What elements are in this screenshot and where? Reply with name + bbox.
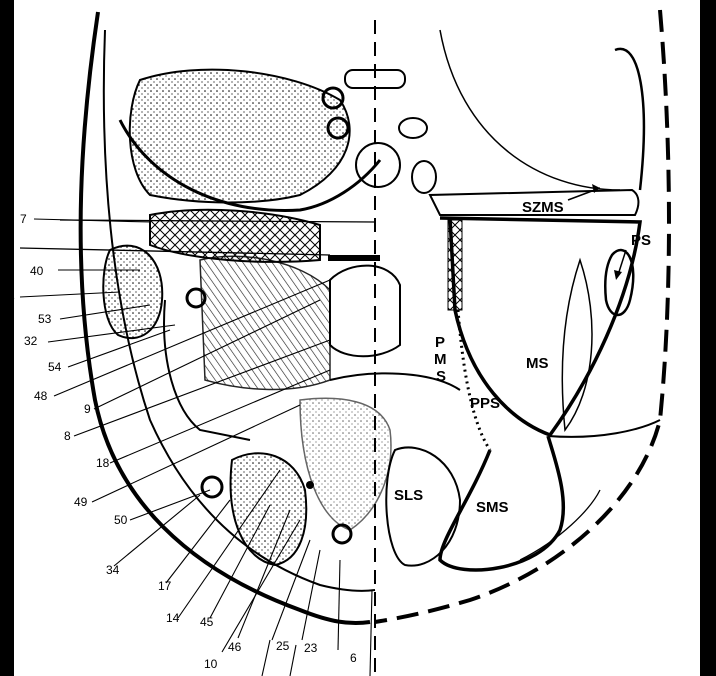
label-34: 34 [106,563,120,577]
ms-inner [562,260,592,430]
label-45: 45 [200,615,214,629]
label-ms: MS [526,355,549,372]
label-18: 18 [96,456,110,470]
vessel-lower-2 [333,525,351,543]
label-szms: SZMS [522,199,564,216]
muscle-mass-hatched [200,256,330,389]
label-8: 8 [64,429,71,443]
label-sls: SLS [394,487,423,504]
label-pms-p: P [435,334,445,351]
label-53: 53 [38,312,52,326]
vessel-lower-1 [202,477,222,497]
right-frame [700,0,716,676]
label-23: 23 [304,641,318,655]
label-7: 7 [20,212,27,226]
label-49: 49 [74,495,88,509]
pms-hatched-strip [448,220,462,310]
foramen-oval-small [412,161,436,193]
label-14: 14 [166,611,180,625]
label-sms: SMS [476,499,509,516]
label-ps: PS [631,232,651,249]
label-32: 32 [24,334,38,348]
label-3: 3 [8,290,15,304]
label-50: 50 [114,513,128,527]
ps-arrow [618,250,626,275]
label-25: 25 [276,639,290,653]
skull-arc-right [440,30,620,190]
label-40: 40 [30,264,44,278]
label-9: 9 [84,402,91,416]
label-48: 48 [34,389,48,403]
airway [330,266,400,357]
label-pps: PPS [470,395,500,412]
sls-outline [386,447,460,565]
zygomatic-contour [615,49,644,190]
label-54: 54 [48,360,62,374]
left-frame [0,0,14,676]
label-10: 10 [204,657,218,671]
label-pms-m: M [434,351,447,368]
foramen-oval-right [399,118,427,138]
parotid-gland [103,246,162,338]
label-46: 46 [228,640,242,654]
label-6: 6 [350,651,357,665]
label-pms-s: S [436,368,446,385]
skin-outline-right [375,10,669,622]
foramen-circle [356,143,400,187]
label-17: 17 [158,579,172,593]
ps-arrowhead [614,270,622,280]
tongue-base [300,398,391,530]
skull-base-bone [130,70,350,203]
vessel-dot [306,481,314,489]
